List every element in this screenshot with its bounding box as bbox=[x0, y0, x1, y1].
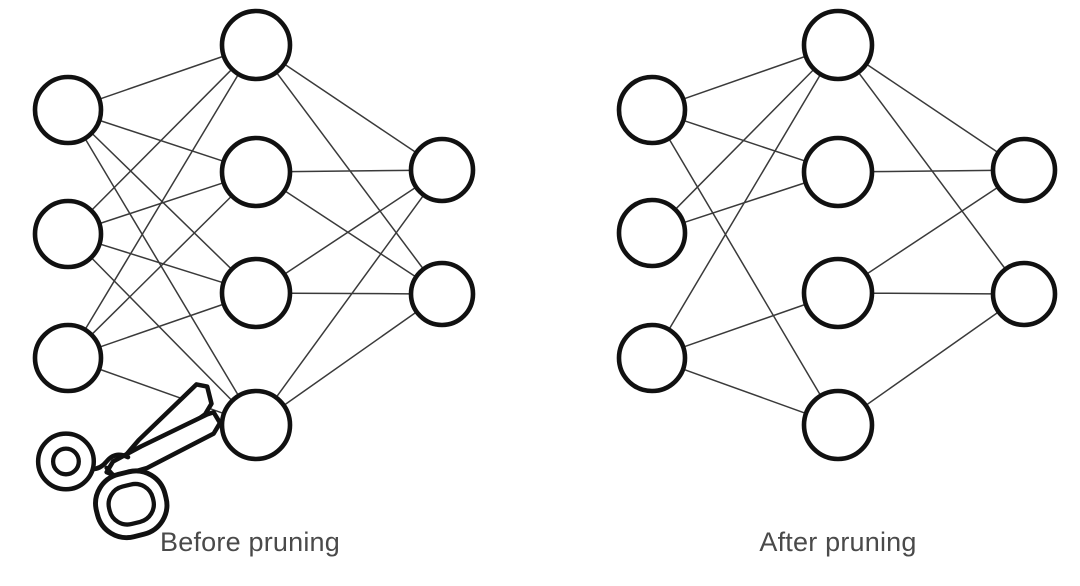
nodes-layer bbox=[32, 8, 1058, 462]
caption-after-pruning: After pruning bbox=[759, 527, 917, 557]
network-edge bbox=[99, 55, 224, 100]
network-node bbox=[219, 388, 293, 462]
network-edge bbox=[91, 68, 233, 211]
network-edge bbox=[84, 138, 239, 396]
network-edge bbox=[284, 186, 417, 275]
network-edge bbox=[90, 257, 233, 401]
network-node bbox=[616, 197, 688, 269]
network-node bbox=[990, 136, 1058, 204]
scissors-icon bbox=[35, 382, 223, 541]
network-edge bbox=[865, 311, 999, 406]
network-edge bbox=[866, 186, 999, 275]
network-edge bbox=[275, 195, 425, 398]
network-edge bbox=[866, 63, 999, 154]
network-edge bbox=[284, 63, 417, 154]
network-edge bbox=[284, 190, 417, 278]
network-edge bbox=[668, 74, 822, 330]
network-node bbox=[32, 74, 104, 146]
network-node bbox=[801, 256, 875, 330]
network-node bbox=[219, 256, 293, 330]
network-edge bbox=[683, 368, 806, 415]
network-node bbox=[32, 198, 104, 270]
network-edge bbox=[668, 138, 822, 396]
network-edge bbox=[872, 292, 993, 295]
network-edge bbox=[99, 243, 224, 284]
network-edge bbox=[290, 169, 411, 173]
network-node bbox=[616, 74, 688, 146]
network-edge bbox=[675, 69, 815, 210]
network-node bbox=[408, 136, 476, 204]
network-edge bbox=[683, 303, 806, 348]
edges-layer bbox=[84, 55, 1006, 415]
network-node bbox=[219, 8, 293, 82]
network-edge bbox=[84, 74, 239, 330]
network-node bbox=[219, 135, 293, 209]
caption-before-pruning: Before pruning bbox=[160, 527, 340, 557]
network-node bbox=[616, 322, 688, 394]
network-edge bbox=[91, 195, 232, 335]
network-edge bbox=[683, 119, 806, 162]
network-node bbox=[801, 8, 875, 82]
network-edge bbox=[683, 55, 806, 100]
network-edge bbox=[99, 303, 224, 348]
network-edge bbox=[872, 169, 993, 173]
network-node bbox=[408, 260, 476, 328]
network-node bbox=[801, 388, 875, 462]
network-node bbox=[990, 260, 1058, 328]
network-edge bbox=[290, 292, 411, 295]
network-edge bbox=[283, 311, 417, 406]
network-node bbox=[32, 322, 104, 394]
network-node bbox=[801, 135, 875, 209]
